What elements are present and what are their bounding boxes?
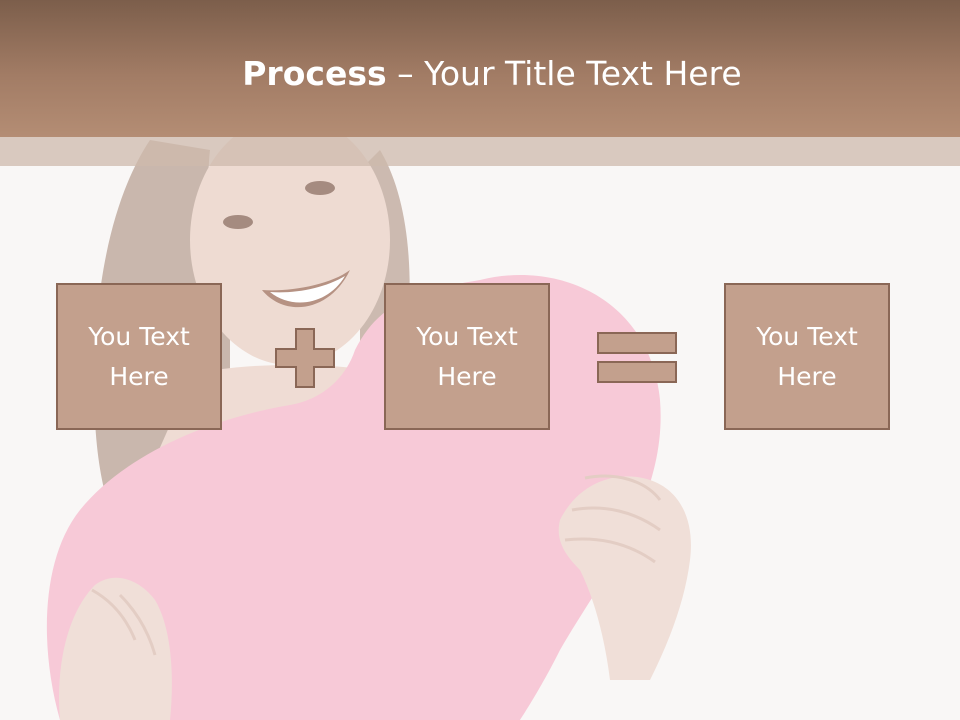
- process-box-3[interactable]: You Text Here: [724, 283, 890, 430]
- title-bar: [0, 0, 960, 137]
- equals-icon: [597, 332, 677, 383]
- process-box-3-label: You Text Here: [756, 321, 858, 391]
- title-bold-text: Process: [242, 54, 387, 93]
- process-box-2-label: You Text Here: [416, 321, 518, 391]
- process-box-1-label: You Text Here: [88, 321, 190, 391]
- slide-title[interactable]: Process – Your Title Text Here: [0, 52, 960, 96]
- process-box-1[interactable]: You Text Here: [56, 283, 222, 430]
- process-box-2[interactable]: You Text Here: [384, 283, 550, 430]
- title-underline-strip: [0, 137, 960, 166]
- title-rest-text: – Your Title Text Here: [386, 54, 742, 93]
- plus-icon: [275, 328, 335, 388]
